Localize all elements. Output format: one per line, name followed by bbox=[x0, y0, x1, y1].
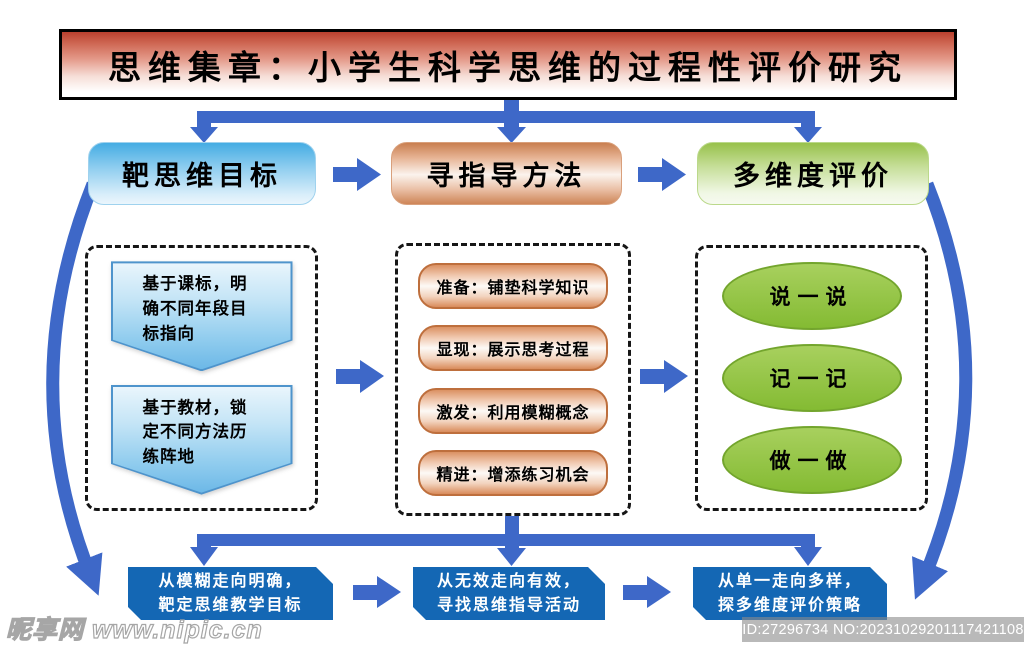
evaluation-detail-box: 说一说 记一记 做一做 bbox=[695, 245, 928, 511]
top-right-leg bbox=[801, 111, 815, 128]
target-detail-box: 基于课标，明确不同年段目标指向 基于教材，锁定不同方法历练阵地 bbox=[85, 245, 318, 511]
stage-header-method: 寻指导方法 bbox=[391, 142, 622, 205]
right-arrow-icon bbox=[333, 158, 381, 191]
top-left-leg bbox=[197, 111, 211, 128]
evaluation-activity: 说一说 bbox=[721, 262, 902, 330]
bottom-connector-bar bbox=[197, 534, 815, 546]
evaluation-activity: 做一做 bbox=[721, 426, 902, 494]
stage-header-evaluation: 多维度评价 bbox=[697, 142, 929, 205]
right-arrow-icon bbox=[638, 158, 686, 191]
banner-face: 从模糊走向明确， 靶定思维教学目标 bbox=[128, 567, 333, 620]
method-detail-box: 准备：铺垫科学知识 显现：展示思考过程 激发：利用模糊概念 精进：增添练习机会 bbox=[395, 243, 631, 516]
banner-face: 从无效走向有效， 寻找思维指导活动 bbox=[413, 567, 605, 620]
right-arrow-icon bbox=[623, 576, 671, 608]
target-item-shape: 基于课标，明确不同年段目标指向 bbox=[110, 261, 293, 372]
bottom-center-leg bbox=[505, 546, 519, 549]
top-center-leg bbox=[504, 123, 519, 128]
banner-text: 从无效走向有效， 寻找思维指导活动 bbox=[436, 573, 581, 614]
down-arrow-icon bbox=[794, 127, 822, 143]
top-connector-bar bbox=[197, 111, 815, 123]
method-step: 激发：利用模糊概念 bbox=[418, 387, 608, 434]
right-arrow-icon bbox=[336, 360, 384, 393]
target-item-text: 基于教材，锁定不同方法历练阵地 bbox=[112, 386, 291, 493]
curved-arrow-right bbox=[912, 181, 973, 600]
banner-text: 从模糊走向明确， 靶定思维教学目标 bbox=[158, 573, 303, 614]
curved-arrow-left bbox=[46, 181, 103, 596]
right-arrow-icon bbox=[640, 360, 688, 393]
banner-face: 从单一走向多样， 探多维度评价策略 bbox=[693, 567, 887, 620]
method-step: 准备：铺垫科学知识 bbox=[418, 262, 608, 309]
method-step: 显现：展示思考过程 bbox=[418, 325, 608, 372]
down-arrow-icon bbox=[190, 547, 218, 566]
result-banner-evaluation: 从单一走向多样， 探多维度评价策略 bbox=[693, 567, 887, 620]
watermark-id-bar: ID:27296734 NO:20231029201117421108 bbox=[742, 617, 1024, 642]
bottom-left-leg bbox=[197, 534, 211, 548]
bottom-right-leg bbox=[801, 534, 815, 548]
result-banner-method: 从无效走向有效， 寻找思维指导活动 bbox=[413, 567, 605, 620]
bottom-connector-stub bbox=[505, 516, 519, 536]
stage-header-target: 靶思维目标 bbox=[88, 142, 316, 205]
target-item-text: 基于课标，明确不同年段目标指向 bbox=[112, 263, 291, 370]
target-item-shape: 基于教材，锁定不同方法历练阵地 bbox=[110, 384, 293, 495]
evaluation-activity: 记一记 bbox=[721, 344, 902, 412]
banner-text: 从单一走向多样， 探多维度评价策略 bbox=[717, 573, 862, 614]
result-banner-target: 从模糊走向明确， 靶定思维教学目标 bbox=[128, 567, 333, 620]
watermark-site: 昵享网 www.nipic.cn bbox=[5, 615, 263, 644]
top-connector-stub bbox=[504, 97, 519, 113]
watermark-id-text: ID:27296734 NO:20231029201117421108 bbox=[742, 621, 1024, 638]
right-arrow-icon bbox=[353, 576, 401, 608]
diagram-title: 思维集章：小学生科学思维的过程性评价研究 bbox=[59, 29, 957, 100]
method-step: 精进：增添练习机会 bbox=[418, 450, 608, 497]
down-arrow-icon bbox=[794, 547, 822, 566]
down-arrow-icon bbox=[190, 127, 218, 143]
down-arrow-icon bbox=[497, 127, 526, 143]
down-arrow-icon bbox=[497, 548, 526, 566]
